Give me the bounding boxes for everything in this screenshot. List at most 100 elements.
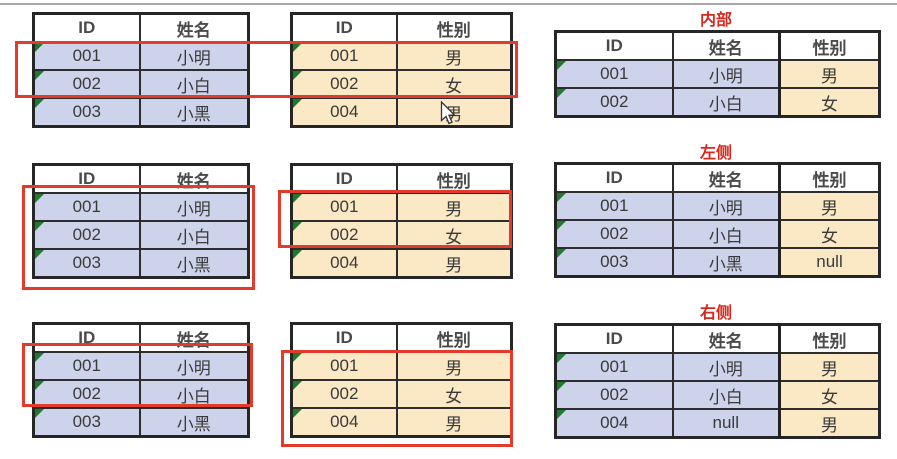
table-row: 002 女 [290, 220, 513, 250]
cell-id: 004 [290, 248, 398, 279]
table-row: 001 小明 [32, 192, 250, 222]
table-row: 003 小黑 [32, 248, 250, 279]
cell-id: 003 [554, 247, 674, 278]
cell-name: 小明 [671, 352, 781, 382]
column-header-id: ID [290, 163, 398, 194]
cell-id: 001 [554, 352, 674, 382]
header-row: ID 姓名 性别 [554, 323, 881, 354]
cell-name: 小白 [671, 87, 781, 118]
column-header-id: ID [32, 12, 141, 43]
table-row: 002 小白 女 [554, 380, 881, 410]
column-header-name: 姓名 [138, 163, 250, 194]
column-header-gender: 性别 [778, 323, 881, 354]
table-row: 001 小明 男 [554, 191, 881, 221]
column-header-id: ID [290, 12, 398, 43]
cell-id: 001 [290, 351, 398, 381]
cell-gender: 男 [395, 351, 513, 381]
cell-name: 小明 [138, 192, 250, 222]
cell-name: 小白 [138, 69, 250, 99]
cell-name: 小黑 [138, 97, 250, 128]
table-row: 004 男 [290, 248, 513, 279]
table-row: 001 男 [290, 41, 513, 71]
cell-name-null: null [671, 408, 781, 439]
cell-gender: 男 [395, 41, 513, 71]
names-table-left: ID 姓名 001 小明 002 小白 003 小黑 [32, 163, 250, 279]
cell-id: 001 [554, 191, 674, 221]
table-row: 004 null 男 [554, 408, 881, 439]
column-header-id: ID [290, 322, 398, 353]
column-header-id: ID [554, 30, 674, 61]
cell-name: 小白 [138, 220, 250, 250]
table-row: 002 小白 女 [554, 219, 881, 249]
table-row: 001 小明 男 [554, 59, 881, 89]
cell-name: 小黑 [138, 407, 250, 438]
cell-id: 001 [32, 351, 141, 381]
cell-name: 小白 [671, 219, 781, 249]
cell-id: 001 [290, 41, 398, 71]
genders-table-inner: ID 性别 001 男 002 女 004 男 [290, 12, 513, 128]
header-row: ID 姓名 [32, 322, 250, 353]
cell-gender: 女 [395, 220, 513, 250]
right-join-label: 右侧 [699, 305, 732, 322]
cell-id: 002 [290, 379, 398, 409]
column-header-id: ID [32, 322, 141, 353]
cell-id: 002 [290, 69, 398, 99]
cell-name: 小明 [138, 351, 250, 381]
cell-gender: 女 [778, 380, 881, 410]
names-table-right: ID 姓名 001 小明 002 小白 003 小黑 [32, 322, 250, 438]
cell-gender: 女 [778, 219, 881, 249]
cell-gender: 女 [778, 87, 881, 118]
cell-id: 002 [554, 219, 674, 249]
cell-id: 004 [290, 97, 398, 128]
header-row: ID 姓名 [32, 163, 250, 194]
table-row: 001 小明 男 [554, 352, 881, 382]
table-row: 002 小白 女 [554, 87, 881, 118]
cell-id: 002 [32, 69, 141, 99]
column-header-name: 姓名 [671, 323, 781, 354]
cell-id: 004 [290, 407, 398, 438]
header-row: ID 姓名 性别 [554, 30, 881, 61]
table-row: 002 小白 [32, 379, 250, 409]
cell-id: 004 [554, 408, 674, 439]
cell-gender: 女 [395, 379, 513, 409]
column-header-gender: 性别 [395, 12, 513, 43]
cell-gender: 男 [395, 192, 513, 222]
table-row: 004 男 [290, 407, 513, 438]
cell-id: 002 [554, 380, 674, 410]
cell-name: 小白 [138, 379, 250, 409]
column-header-name: 姓名 [671, 30, 781, 61]
table-row: 001 小明 [32, 41, 250, 71]
header-row: ID 姓名 [32, 12, 250, 43]
cell-gender-null: null [778, 247, 881, 278]
cell-id: 001 [32, 192, 141, 222]
cell-gender: 男 [395, 248, 513, 279]
cell-id: 001 [290, 192, 398, 222]
table-row: 002 女 [290, 379, 513, 409]
table-row: 002 小白 [32, 69, 250, 99]
genders-table-left: ID 性别 001 男 002 女 004 男 [290, 163, 513, 279]
cell-name: 小明 [671, 191, 781, 221]
cell-gender: 男 [778, 59, 881, 89]
result-table-left: ID 姓名 性别 001 小明 男 002 小白 女 003 小黑 null [554, 162, 881, 278]
column-header-id: ID [32, 163, 141, 194]
cell-id: 002 [554, 87, 674, 118]
result-table-right: ID 姓名 性别 001 小明 男 002 小白 女 004 null 男 [554, 323, 881, 439]
table-row: 004 男 [290, 97, 513, 128]
top-divider-line [0, 3, 897, 5]
names-table-inner: ID 姓名 001 小明 002 小白 003 小黑 [32, 12, 250, 128]
cell-gender: 男 [395, 407, 513, 438]
column-header-id: ID [554, 323, 674, 354]
table-row: 003 小黑 [32, 407, 250, 438]
cell-gender: 男 [778, 352, 881, 382]
genders-table-right: ID 性别 001 男 002 女 004 男 [290, 322, 513, 438]
cell-id: 001 [554, 59, 674, 89]
cell-name: 小明 [671, 59, 781, 89]
cell-id: 003 [32, 97, 141, 128]
cell-gender: 男 [395, 97, 513, 128]
cell-gender: 男 [778, 408, 881, 439]
table-row: 001 男 [290, 192, 513, 222]
column-header-gender: 性别 [395, 163, 513, 194]
table-row: 002 女 [290, 69, 513, 99]
table-row: 001 男 [290, 351, 513, 381]
